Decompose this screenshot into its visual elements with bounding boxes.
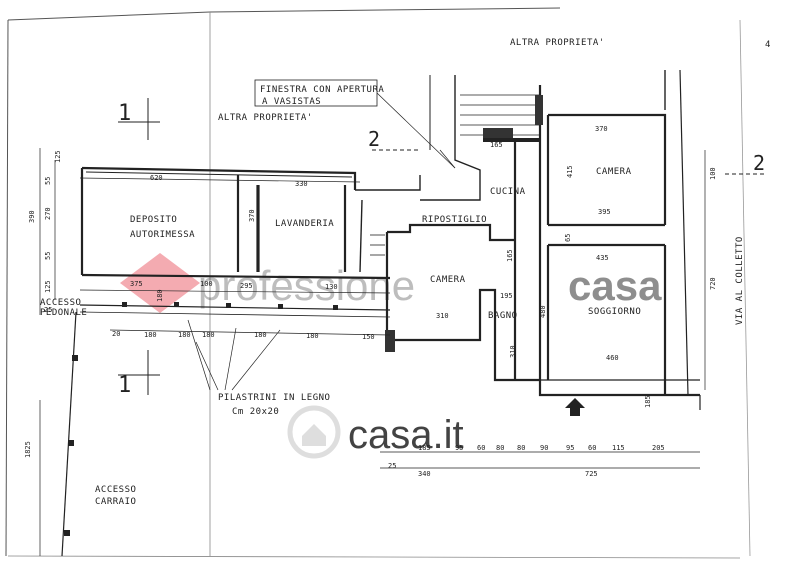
chain-80b: 80	[517, 444, 525, 452]
chain-115: 115	[612, 444, 625, 452]
room-bagno: BAGNO	[488, 311, 518, 321]
corner-mark: 4	[765, 40, 771, 50]
section-b-right: 2	[753, 151, 765, 175]
dim-180a: 180	[156, 289, 164, 302]
room-deposito-2: AUTORIMESSA	[130, 230, 195, 240]
chain-95: 95	[455, 444, 463, 452]
portico	[61, 304, 391, 557]
room-camera-mid: CAMERA	[430, 275, 466, 285]
dim-370a: 370	[248, 209, 256, 222]
label-finestra-2: A VASISTAS	[262, 97, 321, 107]
dim-330: 330	[295, 180, 308, 188]
dim-435: 435	[596, 254, 609, 262]
column-posts	[64, 302, 338, 536]
room-deposito-1: DEPOSITO	[130, 215, 177, 225]
dim-55a: 55	[44, 177, 52, 185]
dim-375: 375	[130, 280, 143, 288]
label-pilastrini-1: PILASTRINI IN LEGNO	[218, 393, 330, 403]
room-lavanderia: LAVANDERIA	[275, 219, 334, 229]
dim-390: 390	[28, 210, 36, 223]
dim-180e: 180	[306, 332, 319, 340]
dim-180d: 180	[254, 331, 267, 339]
watermark-site: casa.it	[348, 413, 464, 457]
dim-720: 720	[709, 277, 717, 290]
chain-90: 90	[540, 444, 548, 452]
room-camera-top: CAMERA	[596, 167, 632, 177]
dim-1825: 1825	[24, 441, 32, 458]
wall-hatching	[385, 95, 543, 352]
entrance-arrow-icon	[565, 398, 585, 416]
dim-460: 460	[606, 354, 619, 362]
label-accesso-car-1: ACCESSO	[95, 485, 136, 495]
dim-100b: 100	[709, 167, 717, 180]
walls	[80, 69, 701, 410]
section-a-top: 1	[118, 101, 131, 126]
watermark: professione casa casa.it	[120, 253, 662, 459]
dim-125a: 125	[54, 150, 62, 163]
paper-frame	[5, 7, 751, 559]
dim-65: 65	[564, 234, 572, 242]
dim-195: 195	[500, 292, 513, 300]
label-pilastrini-2: Cm 20x20	[232, 407, 279, 417]
chain-725: 725	[585, 470, 598, 478]
chain-185: 185	[418, 444, 431, 452]
section-b-left: 2	[368, 127, 380, 151]
label-accesso-car-2: CARRAIO	[95, 497, 136, 507]
room-ripostiglio: RIPOSTIGLIO	[422, 215, 487, 225]
chain-25: 25	[388, 462, 396, 470]
label-accesso-ped-2: PEDONALE	[40, 308, 87, 318]
dim-100: 100	[200, 280, 213, 288]
street-via: VIA AL COLLETTO	[735, 236, 745, 325]
chain-60b: 60	[588, 444, 596, 452]
label-finestra-1: FINESTRA CON APERTURA	[260, 85, 384, 95]
dim-180f: 180	[178, 331, 191, 339]
dim-130: 130	[325, 283, 338, 291]
dim-620: 620	[150, 174, 163, 182]
dimension-lines	[39, 148, 706, 556]
chain-95b: 95	[566, 444, 574, 452]
watermark-brand-2: casa	[568, 262, 662, 309]
chain-80a: 80	[496, 444, 504, 452]
finestra-callout: FINESTRA CON APERTURA A VASISTAS	[254, 79, 456, 169]
section-a-bottom: 1	[118, 373, 131, 398]
watermark-logo-icon	[120, 253, 200, 313]
dim-165a: 165	[490, 141, 503, 149]
dim-20: 20	[112, 330, 120, 338]
chain-205: 205	[652, 444, 665, 452]
dim-150: 150	[362, 333, 375, 341]
watermark-home-icon	[287, 405, 341, 459]
dim-395: 395	[598, 208, 611, 216]
label-accesso-ped-1: ACCESSO	[40, 298, 81, 308]
dim-415: 415	[566, 165, 574, 178]
watermark-brand-1: professione	[198, 262, 415, 309]
dim-310b: 310	[509, 345, 517, 358]
room-cucina: CUCINA	[490, 187, 526, 197]
dim-480: 480	[539, 305, 547, 318]
dim-270: 270	[44, 207, 52, 220]
dim-180c: 180	[202, 331, 215, 339]
dim-370b: 370	[595, 125, 608, 133]
label-altra-left: ALTRA PROPRIETA'	[218, 113, 313, 123]
dim-55b: 55	[44, 252, 52, 260]
label-altra-top: ALTRA PROPRIETA'	[510, 38, 605, 48]
section-markers	[118, 98, 765, 395]
room-soggiorno: SOGGIORNO	[588, 307, 641, 317]
dim-185: 185	[644, 395, 652, 408]
chain-60a: 60	[477, 444, 485, 452]
dim-25: 25	[44, 306, 52, 314]
dim-180b: 180	[144, 331, 157, 339]
dim-295: 295	[240, 282, 253, 290]
dim-125b: 125	[44, 280, 52, 293]
dim-165b: 165	[506, 249, 514, 262]
chain-340: 340	[418, 470, 431, 478]
dim-310: 310	[436, 312, 449, 320]
